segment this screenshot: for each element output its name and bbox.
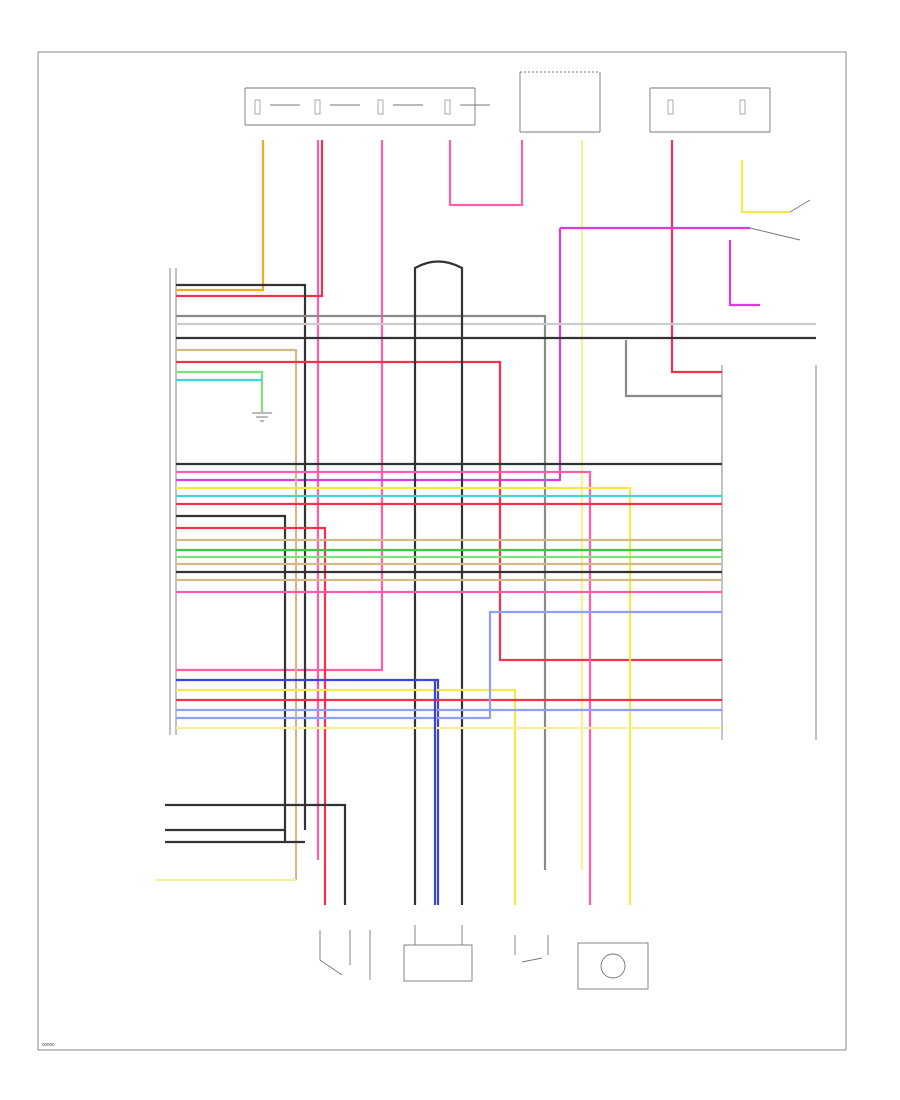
pressure-switch (319, 930, 371, 980)
footer-code: 00000 (42, 1042, 55, 1047)
wire-gray-sensor (624, 340, 722, 398)
wire-lightblue-low6 (176, 610, 722, 720)
wire-red-mid7 (176, 526, 327, 905)
diagram-frame (37, 51, 847, 1051)
wire-black-row1 (176, 283, 307, 830)
vehicle-speed-sensor (577, 942, 649, 990)
wire-magenta-long (176, 228, 562, 482)
wire-black-mid6 (176, 514, 287, 842)
throttle-position-sensor (403, 925, 473, 982)
transmission-connector (721, 365, 817, 740)
wire-yellow-mid3 (176, 486, 632, 905)
wire-red-row7 (176, 360, 722, 662)
wire-lightgreen-row8 (176, 370, 264, 412)
wire-pink-mid2 (176, 470, 592, 905)
wire-magenta-tr (728, 240, 760, 307)
wire-pink-fuse3 (176, 140, 384, 672)
wire-black-speed-loop (413, 260, 464, 315)
wire-yellow-low3 (176, 688, 517, 905)
wire-pink-fuse4 (448, 140, 524, 207)
wire-tan-row6 (176, 348, 298, 880)
wire-blue-low2 (176, 678, 440, 905)
pcm-connector (169, 268, 177, 735)
wire-yellow-right (740, 160, 790, 214)
relay-box-top (519, 71, 601, 133)
ground-symbol (252, 412, 272, 422)
wire-orange-fuse (176, 140, 265, 292)
fuse-block-top (244, 87, 490, 126)
wire-red-right (670, 140, 722, 374)
engine-coolant-sensor (514, 935, 549, 963)
fuse-block-right (649, 87, 771, 133)
wire-gray-row3 (176, 314, 547, 870)
wire-black-ls1 (165, 803, 347, 905)
wire-red-fuse2 (176, 140, 324, 298)
brake-switch (749, 199, 811, 241)
